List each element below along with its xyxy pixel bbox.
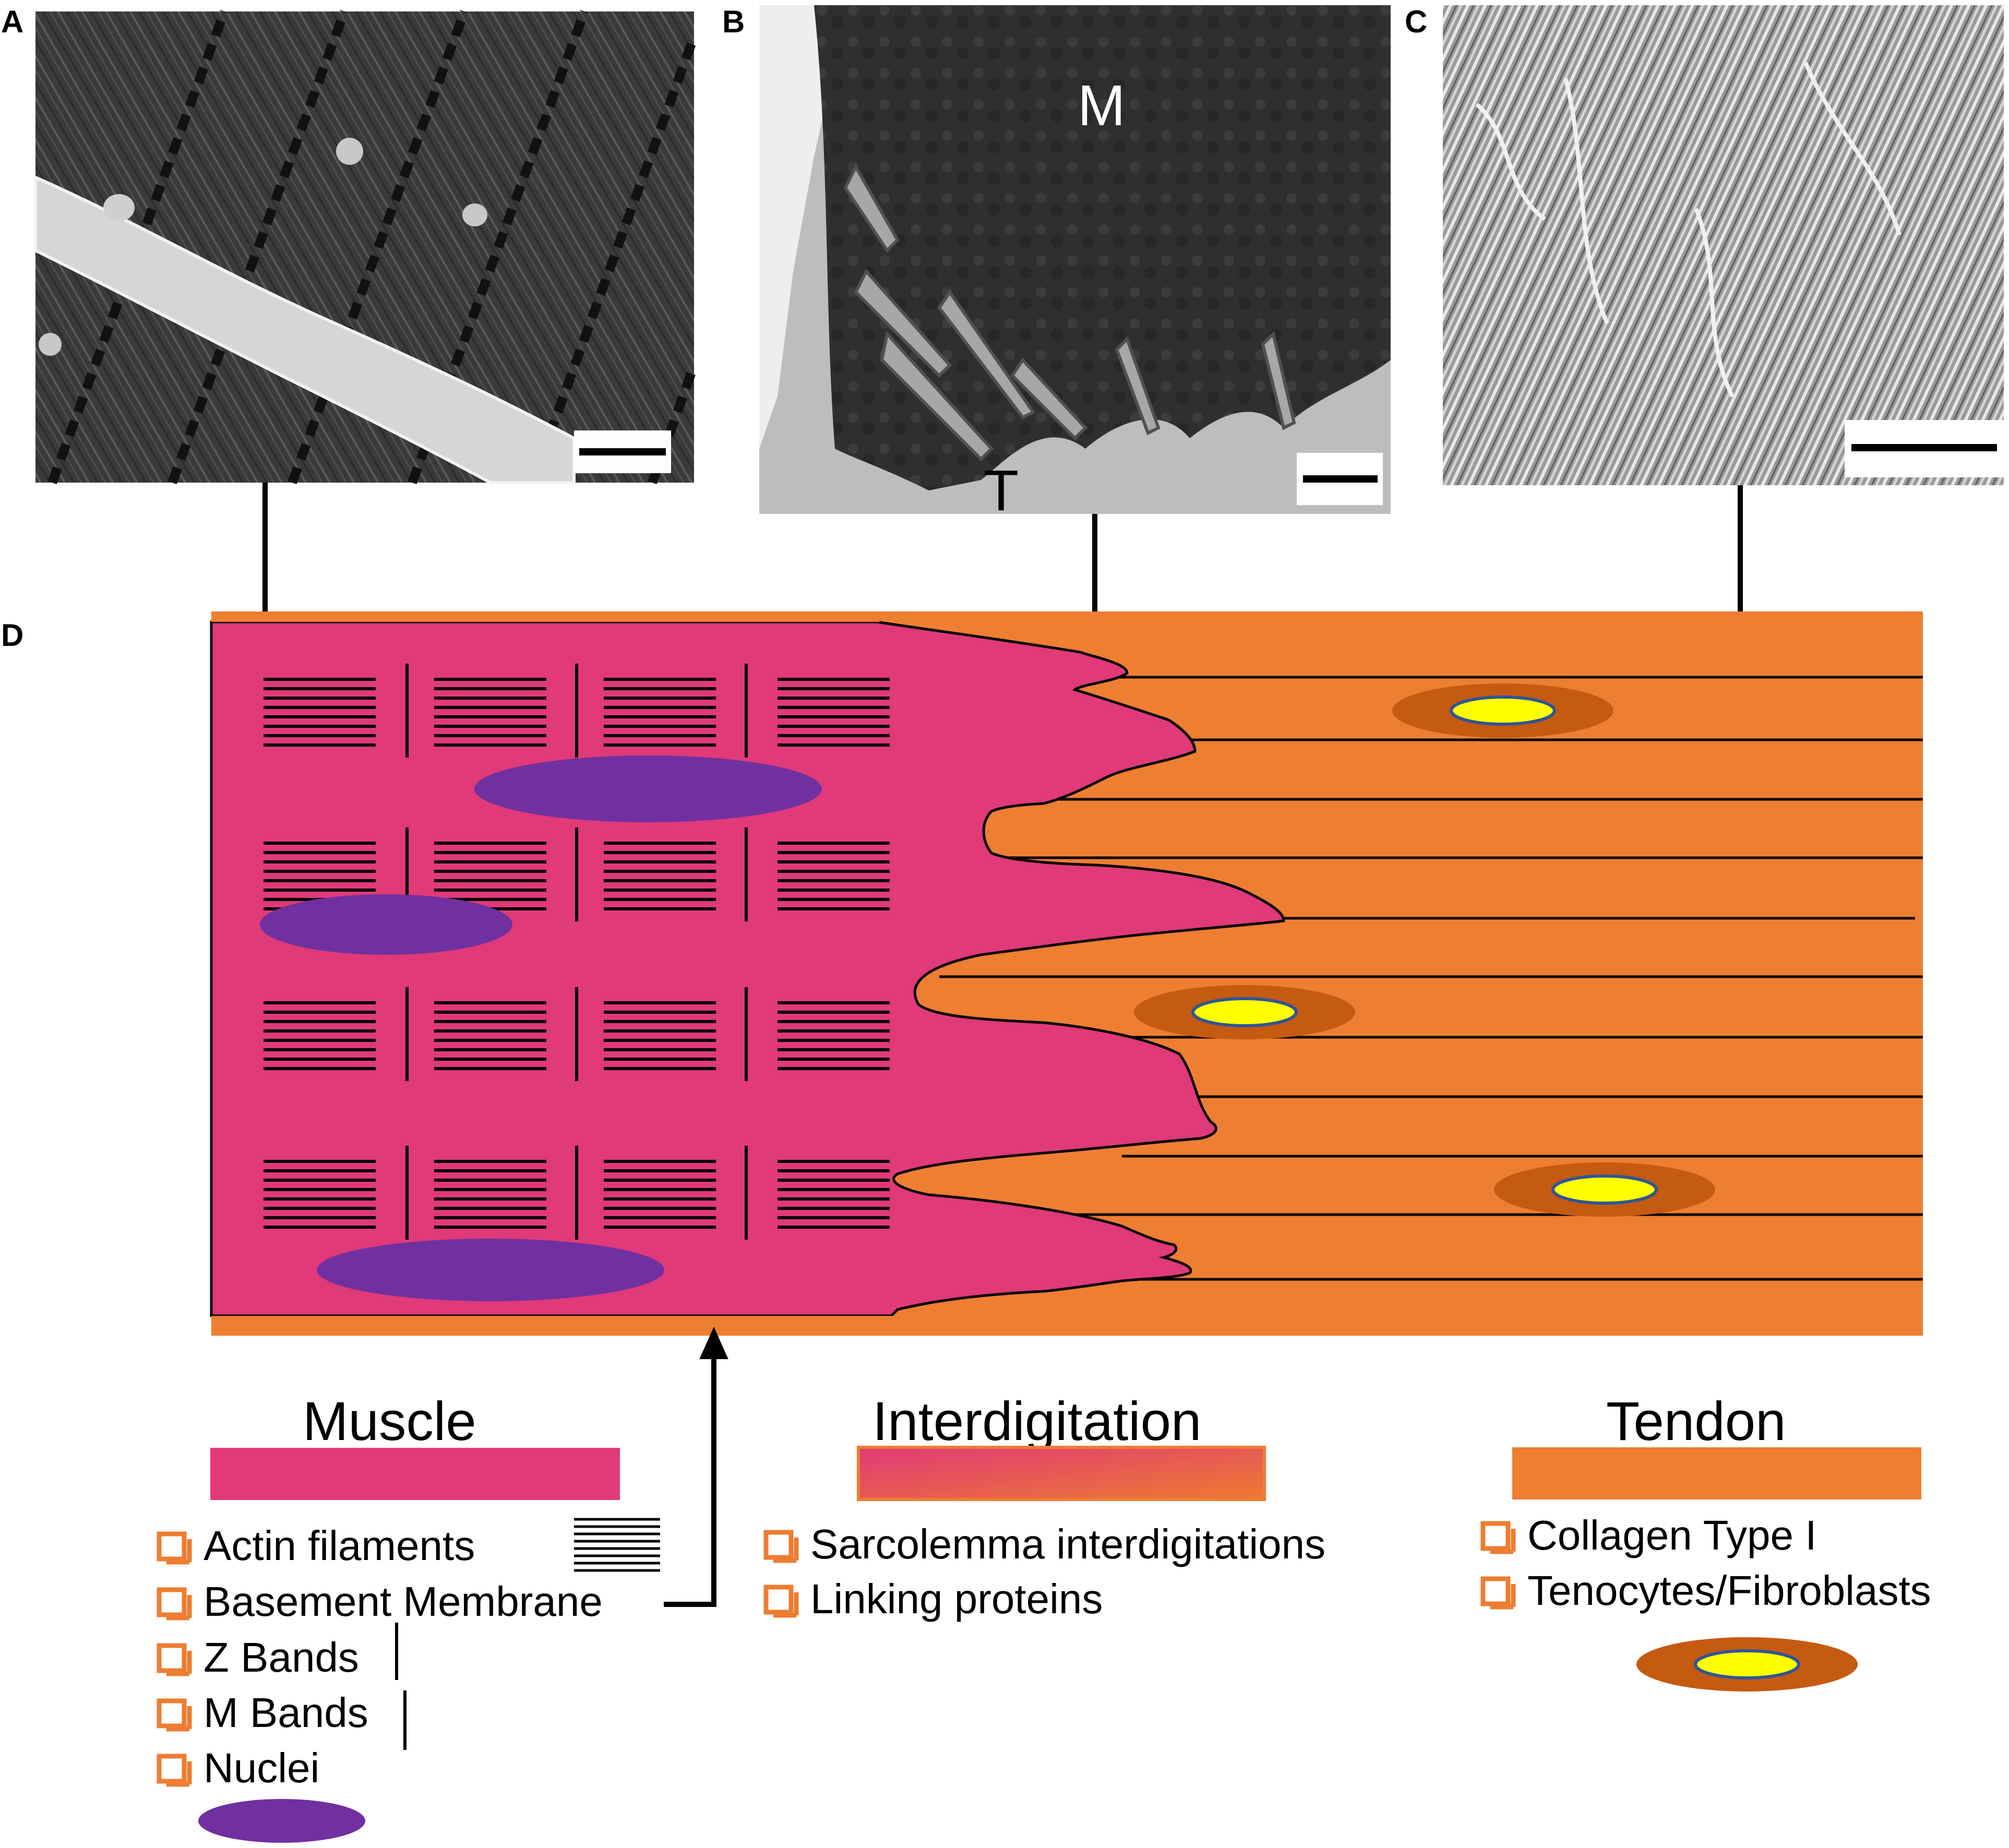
- actin-filament-block: [434, 1160, 546, 1229]
- tenocyte: [1494, 1162, 1715, 1217]
- legend-muscle-swatch: [210, 1448, 620, 1500]
- legend-interdigitation-title: Interdigitation: [872, 1391, 1201, 1452]
- tenocyte-icon: [1636, 1637, 1858, 1691]
- actin-filament-block: [604, 1160, 716, 1229]
- panel-label-b: B: [722, 4, 745, 39]
- checkbox-icon: [157, 1754, 192, 1787]
- panel-label-a: A: [1, 4, 23, 39]
- legend-tendon: Tendon Collagen Type I Tenocytes/Fibrobla…: [1480, 1391, 1931, 1691]
- panel-label-d: D: [1, 618, 23, 653]
- micrograph-a: [34, 9, 699, 485]
- actin-filament-block: [604, 678, 716, 747]
- legend-muscle-item-0: Actin filaments: [204, 1522, 475, 1569]
- checkbox-icon: [1480, 1576, 1516, 1610]
- nucleus: [474, 755, 822, 822]
- actin-filament-block: [604, 1001, 716, 1070]
- collagen-fibers: [939, 676, 1923, 1281]
- legend-interdigitation: Interdigitation Sarcolemma interdigitati…: [763, 1391, 1325, 1622]
- tenocyte: [1392, 683, 1613, 738]
- legend-interdigitation-item-0: Sarcolemma interdigitations: [810, 1521, 1325, 1567]
- legend-interdigitation-item-1: Linking proteins: [810, 1576, 1103, 1622]
- legend-tendon-item-0: Collagen Type I: [1527, 1512, 1816, 1558]
- legend-muscle-item-2: Z Bands: [204, 1634, 359, 1681]
- actin-filament-block: [778, 678, 890, 747]
- actin-filament-block: [604, 842, 716, 910]
- actin-filament-block: [434, 678, 546, 747]
- actin-filament-block: [264, 678, 376, 747]
- legend-tendon-title: Tendon: [1606, 1391, 1786, 1452]
- checkbox-icon: [157, 1643, 192, 1676]
- checkbox-icon: [157, 1587, 192, 1621]
- legend-muscle-title: Muscle: [303, 1391, 476, 1452]
- actin-filament-block: [264, 1160, 376, 1229]
- sarcomere-grid: [264, 664, 890, 1240]
- micrograph-c: [1443, 5, 2004, 485]
- checkbox-icon: [1480, 1521, 1516, 1554]
- actin-filament-block: [778, 1160, 890, 1229]
- legend-tendon-item-1: Tenocytes/Fibroblasts: [1527, 1567, 1931, 1614]
- legend-muscle-item-1: Basement Membrane: [204, 1578, 603, 1625]
- checkbox-icon: [763, 1585, 799, 1618]
- actin-filament-block: [778, 1001, 890, 1070]
- micrograph-label-tendon: T: [984, 459, 1019, 523]
- legend-tendon-swatch: [1512, 1447, 1921, 1499]
- actin-filament-block: [778, 842, 890, 910]
- legend-interdigitation-swatch: [857, 1446, 1266, 1501]
- micrograph-b: M T: [759, 5, 1391, 523]
- basement-membrane-arrow: [664, 1326, 728, 1607]
- panel-label-c: C: [1405, 4, 1427, 39]
- legend-muscle-item-3: M Bands: [204, 1689, 368, 1736]
- checkbox-icon: [157, 1531, 192, 1565]
- actin-filament-block: [434, 1001, 546, 1070]
- tenocyte: [1134, 985, 1355, 1039]
- mtj-diagram: [210, 611, 1923, 1336]
- nucleus: [317, 1239, 664, 1301]
- actin-filaments-icon: [574, 1518, 660, 1572]
- legend-muscle-item-4: Nuclei: [204, 1745, 319, 1791]
- micrograph-label-muscle: M: [1078, 74, 1126, 138]
- nucleus: [260, 894, 512, 955]
- checkbox-icon: [763, 1530, 799, 1563]
- nucleus-icon: [198, 1799, 365, 1843]
- actin-filament-block: [264, 1001, 376, 1070]
- checkbox-icon: [157, 1698, 192, 1732]
